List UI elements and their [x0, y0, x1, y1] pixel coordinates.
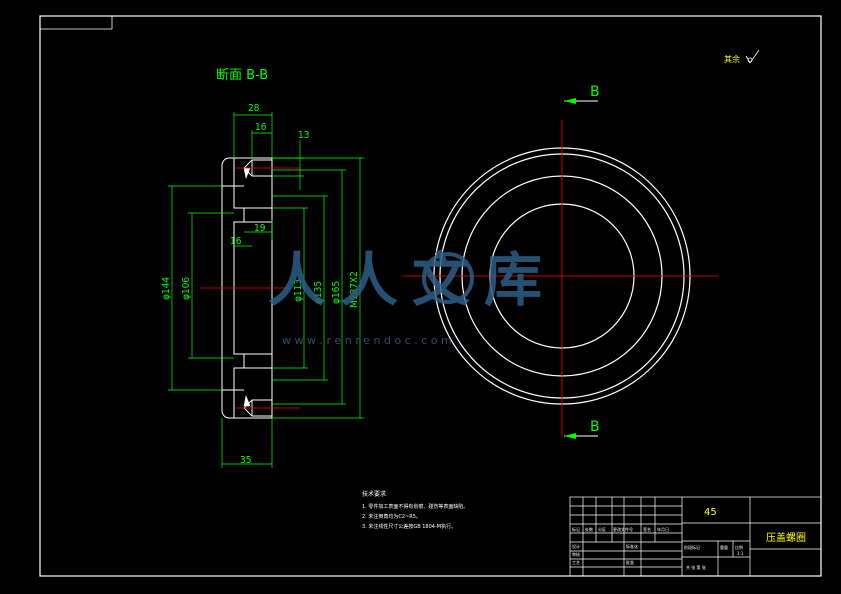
section-centerlines — [200, 167, 300, 409]
front-centerlines — [403, 120, 718, 436]
watermark-url: w w w . r e n r e n d o c . c o m — [282, 334, 452, 347]
roughness-note: 其余 — [724, 49, 760, 64]
section-marker-top — [564, 98, 598, 104]
tb-label-change: 更改文件号 — [613, 526, 633, 532]
tb-label-stage: 阶段标记 — [684, 544, 700, 550]
roughness-symbol — [745, 49, 760, 64]
section-outline — [221, 157, 273, 419]
front-view: B B — [403, 84, 718, 439]
dim-16-inner: 16 — [230, 236, 242, 247]
tb-scale-value: 1:1 — [737, 551, 744, 556]
tb-label-mark: 标记 — [572, 526, 580, 532]
section-marker-top-label: B — [590, 84, 600, 100]
tb-label-count: 处数 — [585, 526, 593, 532]
tb-label-scale: 比例 — [735, 544, 743, 550]
tb-label-date: 年月日 — [657, 526, 669, 532]
dim-phi-144: φ144 — [161, 277, 172, 300]
tb-label-review: 审核 — [572, 551, 580, 557]
dim-28: 28 — [248, 103, 260, 114]
tb-label-design: 设计 — [572, 543, 580, 549]
tech-item-2: 2. 未注倒角均为C2~R5。 — [362, 513, 421, 520]
watermark-text: 人人文库 — [268, 246, 556, 314]
watermark: 人人文库 w w w . r e n r e n d o c . c o m — [268, 246, 556, 347]
dim-16-top: 16 — [255, 122, 267, 133]
section-marker-bottom-label: B — [590, 419, 600, 435]
tb-label-zone: 分区 — [598, 526, 606, 532]
dim-phi-135: φ135 — [313, 281, 324, 304]
tb-label-sheets: 共 张 第 张 — [686, 564, 706, 570]
tb-label-weight: 重量 — [720, 544, 728, 550]
tech-item-3: 3. 未注线性尺寸公差按GB 1804-M执行。 — [362, 523, 456, 530]
section-title: 断面 B-B — [216, 68, 268, 83]
title-block-grid — [569, 496, 822, 577]
section-dimensions — [168, 112, 364, 468]
section-marker-bottom — [564, 433, 598, 439]
dim-19: 19 — [254, 223, 266, 234]
title-part-name: 压盖螺圈 — [766, 531, 806, 544]
watermark-logo — [422, 252, 474, 304]
section-view: 28 16 13 16 19 35 φ144 φ106 φ113 φ135 φ1… — [161, 103, 364, 468]
dim-phi-106: φ106 — [181, 277, 192, 300]
tb-label-sign: 签名 — [643, 526, 651, 532]
drawing-frame — [39, 15, 822, 577]
roughness-note-label: 其余 — [724, 54, 740, 64]
tech-item-1: 1. 零件加工表面不得有划痕、碰伤等表面缺陷。 — [362, 503, 468, 510]
title-material: 45 — [704, 507, 717, 518]
dim-35: 35 — [240, 455, 251, 466]
tb-label-std: 标准化 — [626, 543, 638, 549]
dim-13: 13 — [298, 130, 309, 141]
tb-label-approve: 批准 — [626, 559, 634, 565]
tech-requirements: 技术要求 1. 零件加工表面不得有划痕、碰伤等表面缺陷。 2. 未注倒角均为C2… — [362, 490, 468, 530]
section-hatch — [243, 167, 251, 407]
dim-phi-113: φ113 — [293, 279, 304, 302]
title-block: 45 压盖螺圈 标记 处数 分区 更改文件号 签名 年月日 设计 标准化 阶段标… — [569, 496, 822, 577]
tb-label-process: 工艺 — [572, 560, 580, 565]
dim-thread: M187X2 — [349, 271, 360, 308]
tech-heading: 技术要求 — [362, 490, 386, 498]
dim-phi-165: φ165 — [331, 281, 342, 304]
